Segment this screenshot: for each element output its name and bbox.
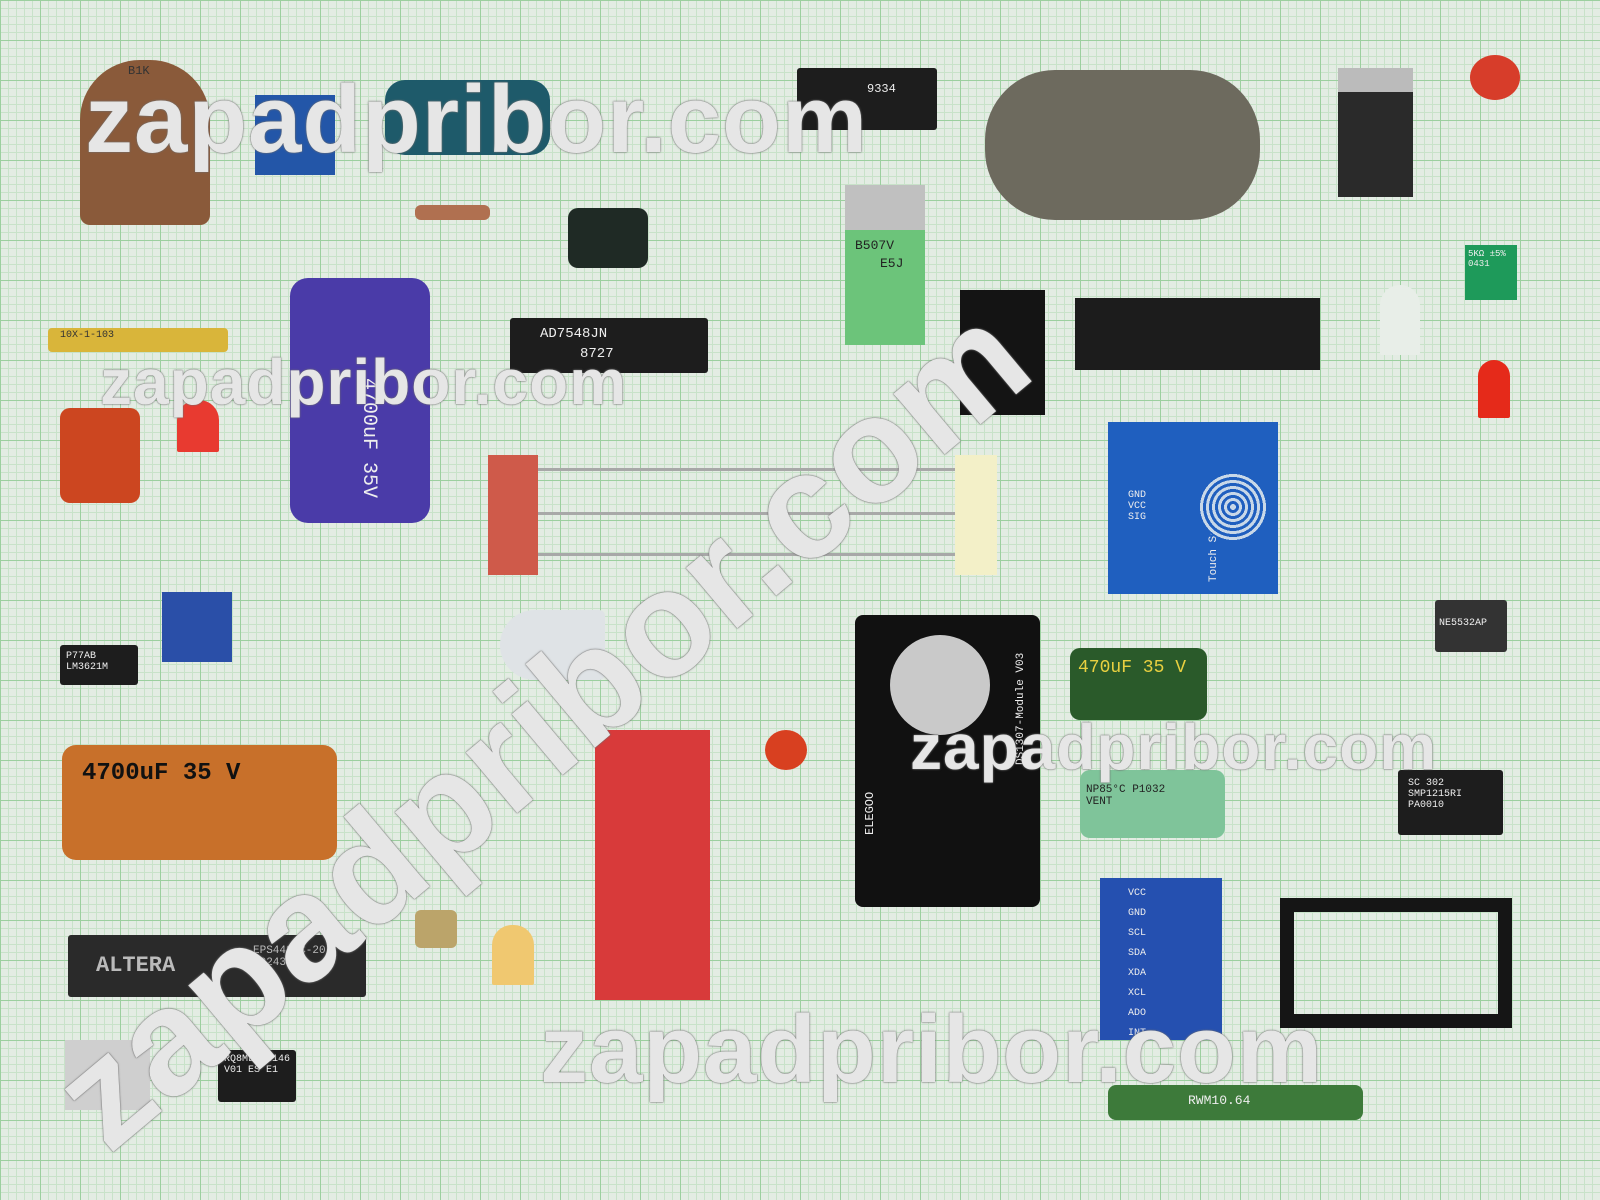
led-yellow xyxy=(492,925,534,985)
altera-chip: ALTERA EPS448DC-20 E9243 xyxy=(68,935,366,997)
dip-chip-ad7548: AD7548JN 8727 xyxy=(510,318,708,373)
led-red xyxy=(1478,360,1510,418)
coin-cell xyxy=(890,635,990,735)
touch-pad xyxy=(1198,472,1268,542)
to220-transistor xyxy=(1338,68,1413,197)
inductor xyxy=(568,208,648,268)
watermark-mid-right: zapadpribor.com xyxy=(910,711,1438,783)
transistor-b507v: B507V E5J xyxy=(845,185,925,345)
gy-module: VCC GND SCL SDA XDA XCL ADO INT xyxy=(1100,878,1222,1040)
capacitor-np: NP85°C P1032 VENT xyxy=(1080,770,1225,838)
trimmer-blue xyxy=(255,95,335,175)
diode-strip xyxy=(488,455,538,575)
thermostat xyxy=(985,70,1260,220)
ceramic-cap-red xyxy=(1470,55,1520,100)
to-transistor xyxy=(415,910,457,948)
watermark-mid-left: zapadpribor.com xyxy=(100,346,628,418)
ne5532-chip: NE5532AP xyxy=(1435,600,1507,652)
led-clear xyxy=(1380,285,1420,355)
electrolytic-cap-teal xyxy=(385,80,550,155)
ic-socket xyxy=(1075,298,1320,370)
crystal xyxy=(65,1040,150,1110)
ceramic-cap-red-2 xyxy=(765,730,807,770)
trimmer-blue-2 xyxy=(162,592,232,662)
sensor-module-red xyxy=(595,730,710,1000)
rtc-module: DS1307-Module V03 ELEGOO xyxy=(855,615,1040,907)
tape-strip xyxy=(955,455,997,575)
capacitor-green: 470uF 35 V xyxy=(1070,648,1207,720)
led-red-small xyxy=(177,400,219,452)
smp-chip: SC 302 SMP1215RI PA0010 xyxy=(1398,770,1503,835)
trimmer-green: 5KΩ ±5% 0431 xyxy=(1465,245,1517,300)
watermark-bottom: zapadpribor.com xyxy=(540,996,1324,1103)
resistor-rwm: RWM10.64 xyxy=(1108,1085,1363,1120)
resistor-network: 10X-1-103 xyxy=(48,328,228,352)
lm3621-chip: P77AB LM3621M xyxy=(60,645,138,685)
watermark-top: zapadpribor.com xyxy=(85,66,869,173)
varistor xyxy=(60,408,140,503)
ic-socket-2 xyxy=(1280,898,1512,1028)
tqfp-chip: RQ8MLX 2146 V01 ES E1 xyxy=(218,1050,296,1102)
capacitor-orange: 4700uF 35 V xyxy=(62,745,337,860)
seven-segment-display xyxy=(960,290,1045,415)
potentiometer: B1K xyxy=(80,60,210,225)
led-clear-large xyxy=(500,610,605,680)
touch-sensor-module: Touch Sensor GND VCC SIG xyxy=(1108,422,1278,594)
resistor xyxy=(415,205,490,220)
capacitor-purple: 4700uF 35V xyxy=(290,278,430,523)
soic-chip: 9334 xyxy=(797,68,937,130)
